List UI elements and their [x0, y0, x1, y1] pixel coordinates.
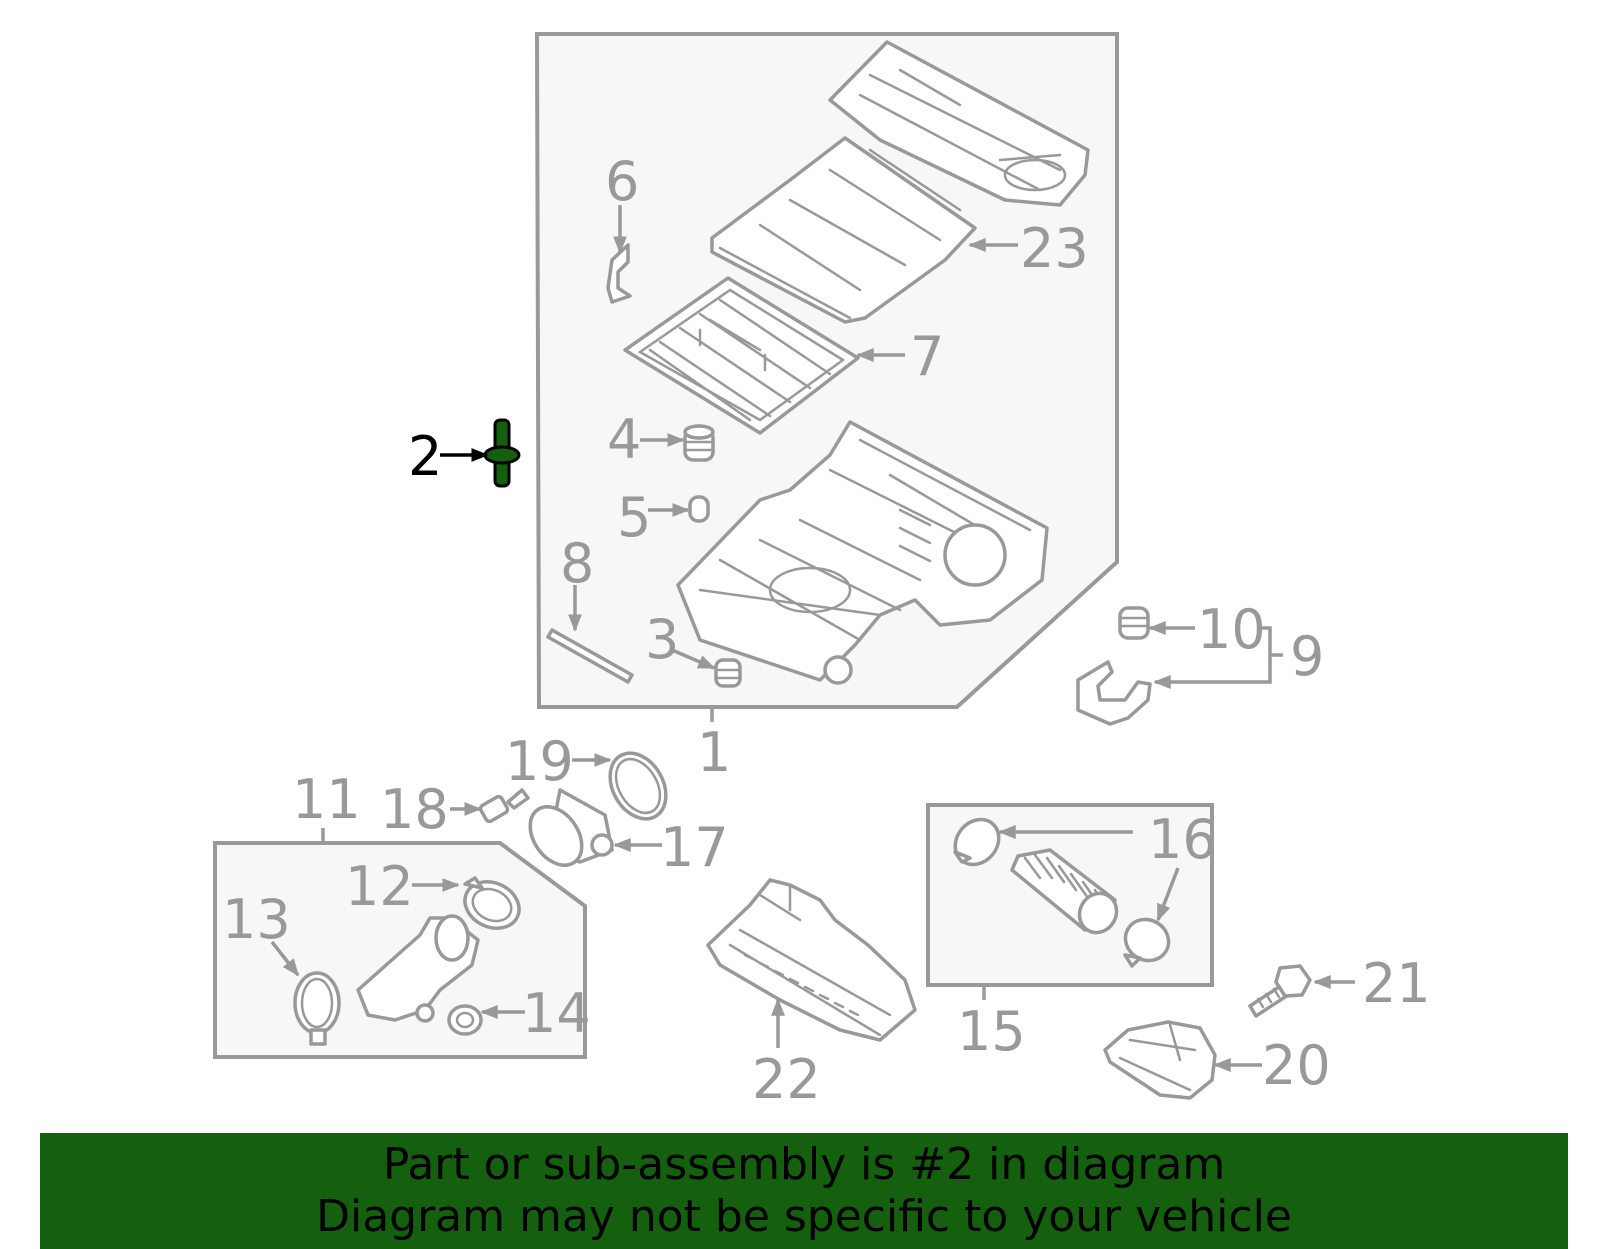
- clamp-part-13: [293, 971, 341, 1046]
- bolt-part-18: [478, 788, 530, 824]
- callout-19[interactable]: 19: [505, 730, 574, 793]
- grommet-part-3: [714, 658, 742, 688]
- adapter-part-17: [528, 788, 614, 867]
- upper-cover-panel: [828, 40, 1090, 207]
- callout-12[interactable]: 12: [345, 855, 414, 918]
- clip-part-6: [606, 243, 632, 304]
- callout-5[interactable]: 5: [617, 486, 651, 549]
- lower-housing: [676, 420, 1049, 685]
- clamp-part-16b: [1123, 917, 1171, 968]
- callout-17[interactable]: 17: [660, 816, 729, 879]
- intake-duct: [356, 914, 480, 1023]
- callout-13[interactable]: 13: [222, 888, 291, 951]
- hose-part-15: [1010, 848, 1119, 935]
- callout-2[interactable]: 2: [408, 425, 442, 488]
- cover-part-20: [1103, 1020, 1217, 1100]
- callout-21[interactable]: 21: [1362, 952, 1431, 1015]
- grommet-part-14: [447, 1004, 483, 1036]
- info-banner: Part or sub-assembly is #2 in diagram Di…: [40, 1133, 1568, 1249]
- callout-10[interactable]: 10: [1197, 598, 1266, 661]
- callout-3[interactable]: 3: [645, 608, 679, 671]
- clamp-part-16a: [953, 817, 1001, 867]
- callout-7[interactable]: 7: [910, 325, 944, 388]
- grommet-part-4: [683, 424, 715, 462]
- callout-15[interactable]: 15: [957, 1000, 1026, 1063]
- callout-9[interactable]: 9: [1290, 625, 1324, 688]
- callout-20[interactable]: 20: [1262, 1034, 1331, 1097]
- callout-6[interactable]: 6: [605, 150, 639, 213]
- banner-line-2: Diagram may not be specific to your vehi…: [316, 1191, 1292, 1242]
- resonator-part-22: [706, 878, 917, 1042]
- callout-16[interactable]: 16: [1148, 808, 1217, 871]
- callout-11[interactable]: 11: [292, 768, 361, 831]
- callout-8[interactable]: 8: [560, 532, 594, 595]
- bolt-part-21: [1248, 964, 1312, 1018]
- grommet-part-10: [1118, 606, 1150, 640]
- highlighted-part-2[interactable]: [483, 418, 521, 488]
- housing-cover: [710, 136, 977, 324]
- bracket-part-9: [1076, 660, 1152, 726]
- banner-line-1: Part or sub-assembly is #2 in diagram: [382, 1139, 1226, 1190]
- clamp-part-12: [463, 876, 521, 930]
- callout-1[interactable]: 1: [697, 721, 731, 784]
- callout-4[interactable]: 4: [607, 408, 641, 471]
- callout-23[interactable]: 23: [1020, 217, 1089, 280]
- callout-18[interactable]: 18: [380, 778, 449, 841]
- seal-strip-part-8: [546, 628, 634, 684]
- callout-22[interactable]: 22: [752, 1048, 821, 1111]
- callout-14[interactable]: 14: [522, 982, 591, 1045]
- insert-part-5: [688, 495, 710, 523]
- seal-ring-part-19: [608, 751, 668, 821]
